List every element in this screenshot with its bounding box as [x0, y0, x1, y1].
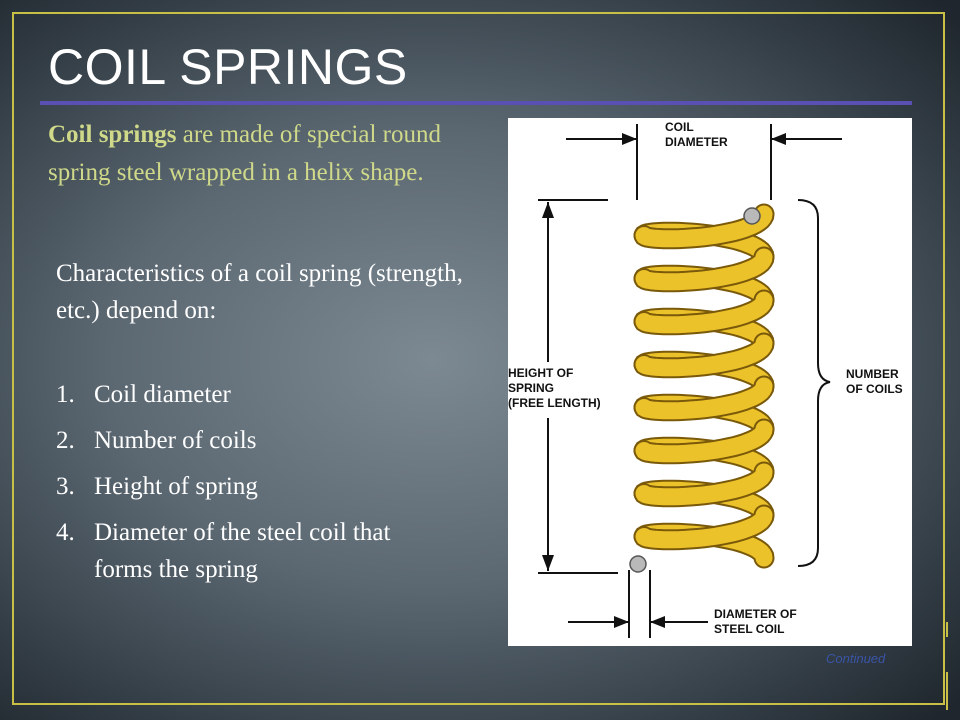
coils-brace — [797, 199, 831, 567]
label-steel-line1: DIAMETER OF — [714, 607, 797, 621]
factor-list: 1. Coil diameter 2. Number of coils 3. Height… — [56, 376, 424, 597]
label-height-line3: (FREE LENGTH) — [508, 396, 601, 410]
label-coils-line1: NUMBER — [846, 367, 899, 381]
coil-front — [635, 248, 773, 291]
coil-spring-diagram: COIL DIAMETER HEIGHT OF SPRING (FREE LEN… — [508, 118, 912, 646]
label-height-line1: HEIGHT OF — [508, 366, 573, 380]
arrowhead — [622, 133, 637, 145]
list-item-text: Diameter of the steel coil that forms th… — [94, 519, 391, 583]
list-item: 2. Number of coils — [56, 422, 424, 459]
frame-accent-lower — [946, 672, 948, 710]
list-item-number: 4. — [56, 519, 75, 546]
intro-rest: are made of special round spring steel w… — [48, 121, 441, 186]
characteristics-text: Characteristics of a coil spring (streng… — [56, 260, 463, 324]
intro-lead: Coil springs — [48, 121, 177, 148]
coil-front — [635, 291, 773, 334]
wire-end-bottom — [629, 555, 647, 573]
list-item-number: 2. — [56, 427, 75, 454]
list-item-number: 1. — [56, 381, 75, 408]
label-coils-line2: OF COILS — [846, 382, 903, 396]
list-item: 4. Diameter of the steel coil that forms … — [56, 514, 424, 588]
label-coil-diameter-line2: DIAMETER — [665, 135, 728, 149]
arrowhead — [542, 202, 554, 218]
continued-label: Continued — [826, 651, 886, 666]
arrowhead — [542, 555, 554, 571]
slide-frame — [12, 12, 945, 705]
list-item-text: Height of spring — [94, 473, 258, 500]
arrowhead — [614, 616, 629, 628]
wire-end-top — [743, 207, 761, 225]
intro-paragraph: Coil springs are made of special round s… — [48, 116, 478, 192]
list-item: 1. Coil diameter — [56, 376, 424, 413]
coil-front — [635, 506, 773, 549]
list-item-text: Coil diameter — [94, 381, 231, 408]
coil-front — [635, 463, 773, 506]
coil-front — [635, 334, 773, 377]
arrowhead — [650, 616, 665, 628]
arrowhead — [771, 133, 786, 145]
frame-accent-upper — [946, 622, 948, 637]
list-item-text: Number of coils — [94, 427, 257, 454]
slide-title: COIL SPRINGS — [48, 39, 408, 95]
coil-front — [635, 420, 773, 463]
spring-helix — [629, 203, 775, 573]
title-underline — [40, 101, 912, 105]
label-steel-line2: STEEL COIL — [714, 622, 784, 636]
coil-front — [635, 377, 773, 420]
height-label-mask — [508, 362, 622, 418]
label-height-line2: SPRING — [508, 381, 554, 395]
label-coil-diameter-line1: COIL — [665, 120, 694, 134]
list-item-number: 3. — [56, 473, 75, 500]
list-item: 3. Height of spring — [56, 468, 424, 505]
